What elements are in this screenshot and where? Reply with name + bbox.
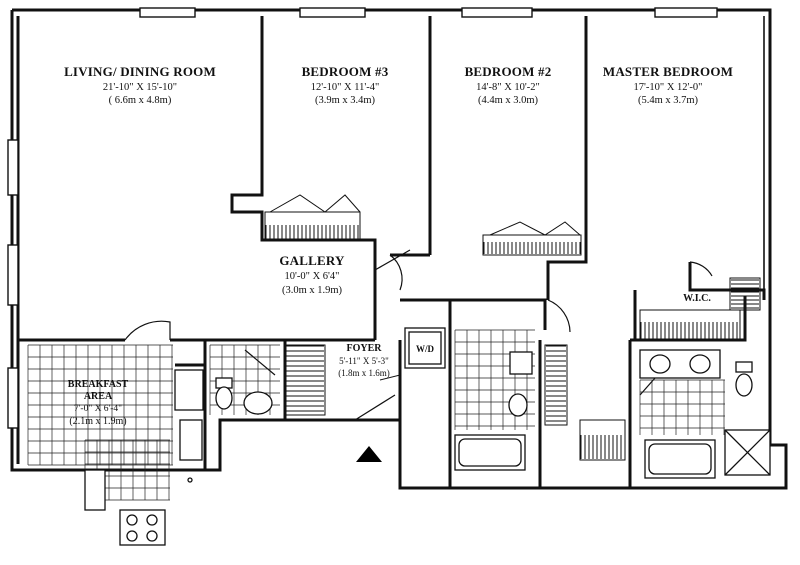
living-room-dim-imperial: 21'-10" X 15'-10" [103,82,177,93]
foyer-name: FOYER [347,343,383,354]
bedroom2-dim-imperial: 14'-8" X 10'-2" [476,82,540,93]
master-bedroom-name: MASTER BEDROOM [603,64,733,79]
living-room-name: LIVING/ DINING ROOM [64,64,216,79]
room-labels: LIVING/ DINING ROOM 21'-10" X 15'-10" ( … [64,64,733,427]
bedroom3-dim-imperial: 12'-10" X 11'-4" [311,82,380,93]
foyer-dim-metric: (1.8m x 1.6m) [338,368,390,378]
interior-walls [18,16,766,488]
vanity-sink-right [689,354,711,374]
stove [119,509,166,546]
breakfast-name2: AREA [84,391,113,402]
vanity-sink-left [649,354,671,374]
bedroom2-dim-metric: (4.4m x 3.0m) [478,95,539,106]
toilet [215,386,233,410]
bedroom2-name: BEDROOM #2 [465,64,552,79]
wic-label: W.I.C. [683,293,711,304]
living-room-dim-metric: ( 6.6m x 4.8m) [109,95,172,106]
breakfast-dim-imperial: 7'-0" X 6'-4" [74,404,122,414]
tile-grids [27,329,725,501]
gallery-dim-metric: (3.0m x 1.9m) [282,285,343,296]
foyer-dim-imperial: 5'-11" X 5'-3" [339,356,389,366]
master-bedroom-dim-imperial: 17'-10" X 12'-0" [634,82,703,93]
breakfast-name: BREAKFAST [68,379,129,390]
fixtures [84,327,771,546]
bedroom3-dim-metric: (3.9m x 3.4m) [315,95,376,106]
breakfast-dim-metric: (2.1m x 1.9m) [69,416,126,427]
master-bedroom-dim-metric: (5.4m x 3.7m) [638,95,699,106]
closets [264,194,761,461]
wd-label: W/D [416,344,435,354]
bedroom3-name: BEDROOM #3 [302,64,389,79]
windows [7,7,718,429]
entry-arrow-icon [356,446,382,462]
sink [243,391,273,415]
gallery-name: GALLERY [279,253,345,268]
gallery-dim-imperial: 10'-0" X 6'4" [285,271,340,282]
